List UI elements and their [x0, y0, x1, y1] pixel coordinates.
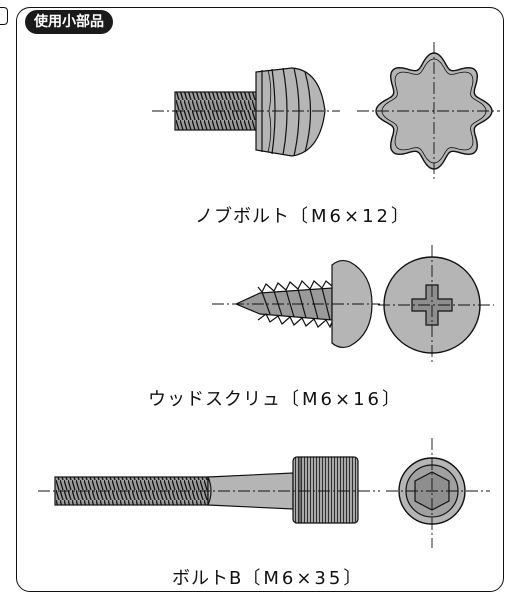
wood-screw-spec: 〔M6×16〕 [281, 389, 403, 410]
wood-screw-caption: ウッドスクリュ〔M6×16〕 [148, 385, 403, 411]
knob-bolt-side-drawing [174, 67, 326, 157]
knob-bolt-caption: ノブボルト〔M6×12〕 [195, 202, 412, 228]
knob-bolt-name: ノブボルト [195, 206, 290, 227]
bolt-b-side-drawing [54, 456, 359, 524]
parts-frame [16, 7, 504, 592]
knob-bolt-spec: 〔M6×12〕 [290, 206, 412, 227]
bolt-b-name: ボルトB [172, 568, 243, 589]
section-label-badge: 使用小部品 [25, 10, 113, 34]
wood-screw-name: ウッドスクリュ [148, 389, 281, 410]
page-edge-tab [0, 7, 8, 25]
bolt-b-spec: 〔M6×35〕 [242, 568, 365, 589]
bolt-b-caption: ボルトB〔M6×35〕 [172, 564, 364, 590]
